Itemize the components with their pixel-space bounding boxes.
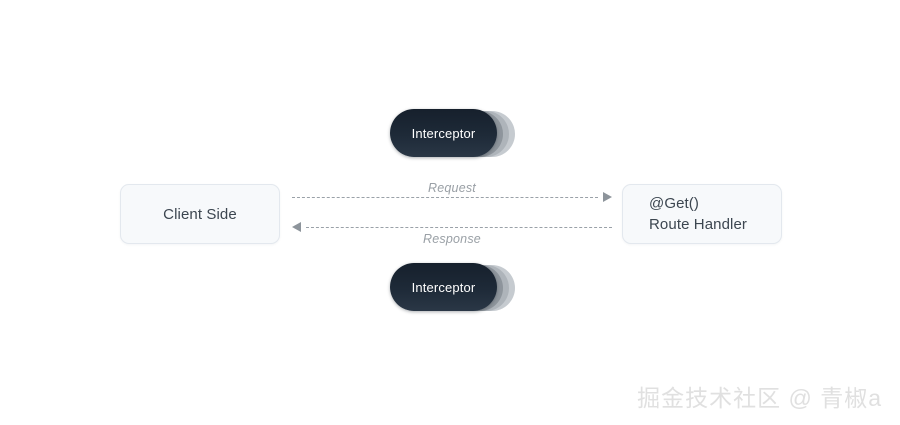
node-client-side-label: Client Side [163,205,237,223]
node-interceptor-top[interactable]: Interceptor [390,109,515,159]
node-interceptor-bottom[interactable]: Interceptor [390,263,515,313]
node-route-handler[interactable]: @Get() Route Handler [622,184,782,244]
interceptor-bottom-pill[interactable]: Interceptor [390,263,497,311]
node-route-handler-label: Route Handler [649,216,748,233]
flow-response-dashed-line [306,227,612,228]
arrow-head-left-icon [292,222,301,232]
arrow-head-right-icon [603,192,612,202]
flow-request-arrow [292,192,612,203]
interceptor-bottom-label: Interceptor [411,279,476,295]
node-route-handler-decorator: @Get() [649,195,699,212]
flow-response-arrow [292,222,612,233]
flow-response-label: Response [423,232,481,246]
flow-request-dashed-line [292,197,598,198]
interceptor-top-pill[interactable]: Interceptor [390,109,497,157]
node-client-side[interactable]: Client Side [120,184,280,244]
watermark-text: 掘金技术社区 @ 青椒a [637,385,882,411]
flow-request-label: Request [428,181,476,195]
interceptor-top-label: Interceptor [411,125,476,141]
